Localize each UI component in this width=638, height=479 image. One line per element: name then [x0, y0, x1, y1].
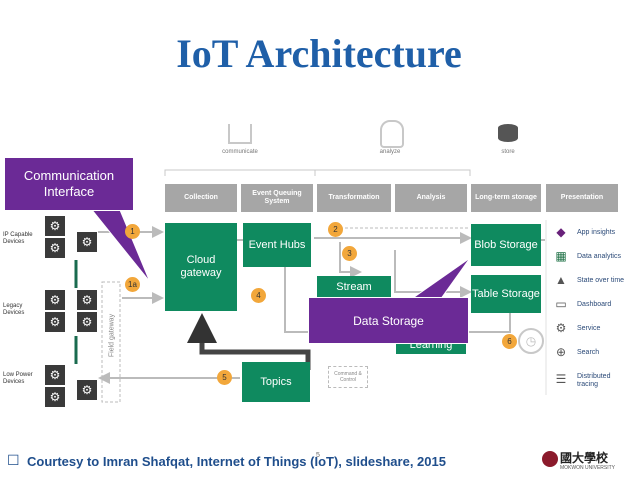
device-tile: ⚙ — [45, 238, 65, 258]
communicate-icon — [228, 124, 252, 144]
field-gateway-label: Field gateway — [108, 313, 116, 358]
event-hubs-box: Event Hubs — [243, 223, 311, 267]
blob-storage-box: Blob Storage — [471, 224, 541, 266]
analyze-bracket — [314, 169, 471, 176]
communication-callout-pointer — [90, 209, 151, 283]
service-dashboard: Dashboard — [577, 301, 612, 308]
device-tile: ⚙ — [77, 312, 97, 332]
service-data-analytics: Data analytics — [577, 253, 621, 260]
stream-box: Stream — [317, 276, 391, 298]
field-gateway-box — [101, 281, 121, 403]
store-icon — [498, 124, 518, 142]
table-storage-box: Table Storage — [471, 275, 541, 313]
device-tile: ⚙ — [45, 387, 65, 407]
header-analysis: Analysis — [395, 184, 467, 212]
topics-to-gateway — [187, 313, 311, 370]
footer-bullet: ☐ — [7, 452, 20, 468]
service-app-insights: App insights — [577, 229, 616, 236]
device-tile: ⚙ — [45, 312, 65, 332]
step-marker-3: 3 — [342, 246, 357, 261]
tracing-icon: ☰ — [555, 372, 567, 386]
step-marker-5: 5 — [217, 370, 232, 385]
device-tile: ⚙ — [77, 290, 97, 310]
data-storage-callout: Data Storage — [308, 297, 469, 344]
step-marker-1: 1 — [125, 224, 140, 239]
footer-citation: Courtesy to Imran Shafqat, Internet of T… — [27, 454, 446, 469]
device-tile: ⚙ — [77, 380, 97, 400]
logo-subtext: MOKWON UNIVERSITY — [560, 465, 616, 471]
clock-icon: ◷ — [518, 328, 544, 354]
communicate-bracket — [164, 169, 316, 176]
service-service: Service — [577, 325, 601, 332]
analyze-icon — [380, 120, 404, 148]
header-long-term-storage: Long-term storage — [471, 184, 541, 212]
chart-icon: ▲ — [555, 273, 567, 287]
ip-devices-label: IP Capable Devices — [3, 232, 33, 245]
command-control-box: Command & Control — [328, 366, 368, 388]
header-transformation: Transformation — [317, 184, 391, 212]
service-distributed-tracing: Distributed tracing — [577, 373, 611, 388]
excel-icon: ▦ — [555, 249, 567, 263]
service-state-over-time: State over time — [577, 277, 625, 284]
page-number: 5 — [316, 452, 320, 459]
topics-box: Topics — [242, 362, 310, 402]
header-collection: Collection — [165, 184, 237, 212]
step-marker-2: 2 — [328, 222, 343, 237]
step-marker-4: 4 — [251, 288, 266, 303]
search-icon: ⊕ — [555, 345, 567, 359]
step-marker-6: 6 — [502, 334, 517, 349]
university-logo: 國大學校 MOKWON UNIVERSITY — [540, 448, 635, 474]
low-power-devices-label: Low Power Devices — [3, 372, 33, 385]
header-presentation: Presentation — [546, 184, 618, 212]
hubs-to-stream — [339, 242, 362, 278]
step-marker-1a: 1a — [125, 277, 140, 292]
data-storage-callout-pointer — [408, 257, 471, 301]
communication-interface-callout: Communication Interface — [4, 157, 134, 211]
logo-emblem-icon — [542, 451, 558, 467]
gear-icon: ⚙ — [555, 321, 567, 335]
device-tile: ⚙ — [45, 290, 65, 310]
legacy-devices-label: Legacy Devices — [3, 303, 25, 316]
cloud-gateway-box: Cloud gateway — [165, 223, 237, 311]
analyze-label: analyze — [379, 149, 401, 155]
learning-to-storage — [468, 310, 511, 333]
communicate-label: communicate — [222, 149, 258, 155]
slide-title: IoT Architecture — [176, 31, 462, 76]
device-tile: ⚙ — [45, 216, 65, 236]
service-search: Search — [577, 349, 600, 356]
header-event-queuing: Event Queuing System — [241, 184, 313, 212]
dashboard-icon: ▭ — [555, 297, 567, 311]
app-insights-icon: ◆ — [556, 225, 566, 239]
store-label: store — [501, 149, 515, 155]
device-tile: ⚙ — [77, 232, 97, 252]
logo-text: 國大學校 — [560, 451, 609, 465]
device-tile: ⚙ — [45, 365, 65, 385]
